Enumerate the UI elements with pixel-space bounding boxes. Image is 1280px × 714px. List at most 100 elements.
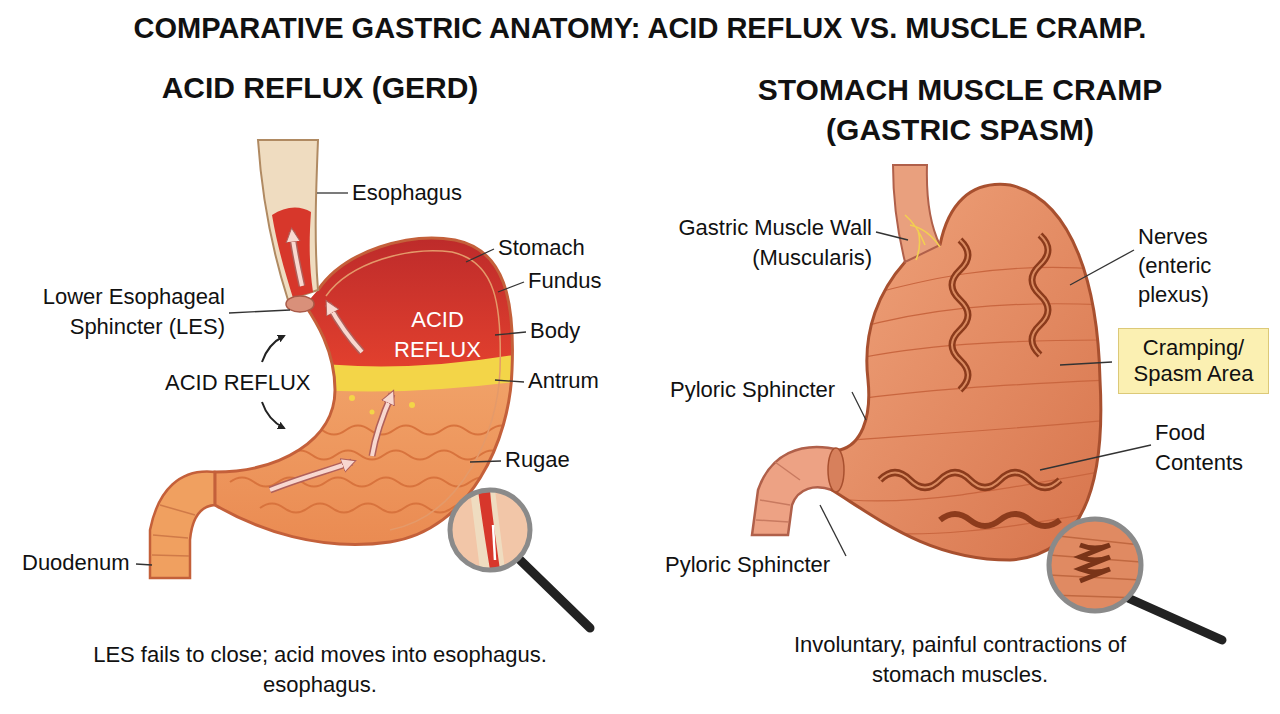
stomach-right	[850, 420, 1110, 440]
leader-lines-left	[229, 310, 290, 313]
leader-lines-right	[820, 232, 1151, 556]
leader-lines-right	[1040, 445, 1151, 470]
reflux-arrows	[328, 304, 362, 352]
stomach-left	[349, 395, 355, 401]
esophagus-left	[258, 140, 318, 300]
stomach-right	[850, 235, 1110, 534]
stomach-right	[880, 473, 1060, 488]
duodenum-left	[150, 472, 215, 578]
stomach-right	[880, 473, 1060, 488]
stomach-left	[280, 220, 530, 368]
leader-lines-right	[876, 232, 908, 240]
leader-lines-left	[470, 461, 501, 462]
stomach-right	[828, 184, 1110, 560]
esophagus-right	[893, 165, 940, 262]
duodenum-right	[756, 462, 800, 522]
stomach-left	[326, 251, 500, 530]
reflux-arrows	[372, 394, 392, 456]
reflux-arrows	[270, 462, 352, 490]
part-label: Esophagus	[352, 180, 462, 206]
magnifier-right	[1049, 519, 1141, 611]
region-label: ACID REFLUX	[380, 305, 495, 365]
magnifier-left	[478, 490, 500, 570]
stomach-right	[1032, 235, 1048, 355]
esophagus-right	[893, 165, 940, 262]
stomach-right	[828, 448, 844, 492]
part-label: Pyloric Sphincter	[665, 552, 830, 578]
part-label: Rugae	[505, 447, 570, 473]
leader-lines-left	[495, 332, 526, 335]
magnifier-left	[450, 490, 590, 628]
stomach-right	[1032, 235, 1048, 355]
esophagus-right	[905, 215, 940, 260]
reflux-arrows	[292, 232, 302, 286]
stomach-left	[370, 410, 375, 415]
leader-lines-right	[820, 505, 846, 556]
magnifier-left	[493, 525, 495, 560]
reflux-arrows	[270, 462, 352, 490]
part-label: Nerves (enteric plexus)	[1138, 222, 1258, 309]
leader-lines-left	[466, 249, 494, 262]
esophagus-left	[286, 296, 314, 312]
part-label: Food Contents	[1155, 418, 1255, 478]
leader-lines-left	[136, 193, 526, 565]
magnifier-left	[450, 490, 530, 570]
magnifier-right	[1049, 535, 1141, 598]
diagram-title: COMPARATIVE GASTRIC ANATOMY: ACID REFLUX…	[0, 10, 1280, 46]
stomach-right	[850, 380, 1110, 400]
part-label: Antrum	[528, 368, 599, 394]
highlight-box: Cramping/ Spasm Area	[1118, 328, 1269, 394]
reflux-direction-arrows	[262, 336, 284, 362]
reflux-arrows	[328, 304, 362, 352]
leader-lines-left	[317, 192, 348, 193]
part-label: Stomach	[498, 235, 585, 261]
stomach-right	[850, 340, 1110, 360]
magnifier-left	[450, 490, 530, 570]
part-label: Gastric Muscle Wall (Muscularis)	[640, 213, 872, 273]
stomach-right	[850, 304, 1110, 330]
panel-caption: LES fails to close; acid moves into esop…	[50, 640, 590, 700]
stomach-right	[952, 240, 968, 390]
stomach-left	[409, 402, 415, 408]
magnifier-right	[1128, 598, 1222, 640]
duodenum-left	[150, 472, 215, 578]
magnifier-right	[1049, 519, 1141, 611]
part-label: Fundus	[528, 268, 601, 294]
reflux-arrows	[372, 394, 392, 456]
esophagus-left	[272, 207, 313, 298]
part-label: Lower Esophageal Sphincter (LES)	[20, 282, 225, 342]
stomach-right	[850, 470, 1110, 501]
magnifier-right	[1049, 519, 1222, 640]
duodenum-left	[152, 505, 195, 556]
leader-lines-left	[136, 564, 152, 565]
stomach-left	[260, 504, 476, 513]
stomach-right	[952, 240, 968, 390]
leader-lines-right	[1060, 362, 1112, 365]
magnifier-right	[1080, 545, 1110, 581]
magnifier-right	[1049, 519, 1141, 611]
duodenum-right	[752, 447, 840, 535]
magnifier-left	[470, 490, 505, 570]
leader-lines-left	[498, 282, 524, 292]
leader-lines-left	[495, 380, 524, 382]
arrow-label: ACID REFLUX	[165, 370, 310, 396]
stomach-right	[940, 514, 1060, 526]
highlight-text: Cramping/ Spasm Area	[1128, 335, 1259, 387]
part-label: Pyloric Sphincter	[670, 377, 835, 403]
magnifier-left	[450, 490, 530, 570]
panel-caption: Involuntary, painful contractions of sto…	[780, 630, 1140, 690]
stomach-right	[832, 184, 1101, 560]
reflux-arrows	[270, 232, 392, 490]
reflux-arrows	[292, 232, 302, 286]
magnifier-left	[518, 558, 590, 628]
esophagus-left	[258, 140, 318, 312]
stomach-right	[832, 184, 1101, 560]
part-label: Body	[530, 318, 580, 344]
panel-heading: ACID REFLUX (GERD)	[60, 70, 580, 106]
part-label: Duodenum	[22, 550, 130, 576]
reflux-direction-arrows	[262, 402, 284, 428]
leader-lines-right	[1070, 250, 1134, 285]
duodenum-right	[752, 447, 840, 535]
